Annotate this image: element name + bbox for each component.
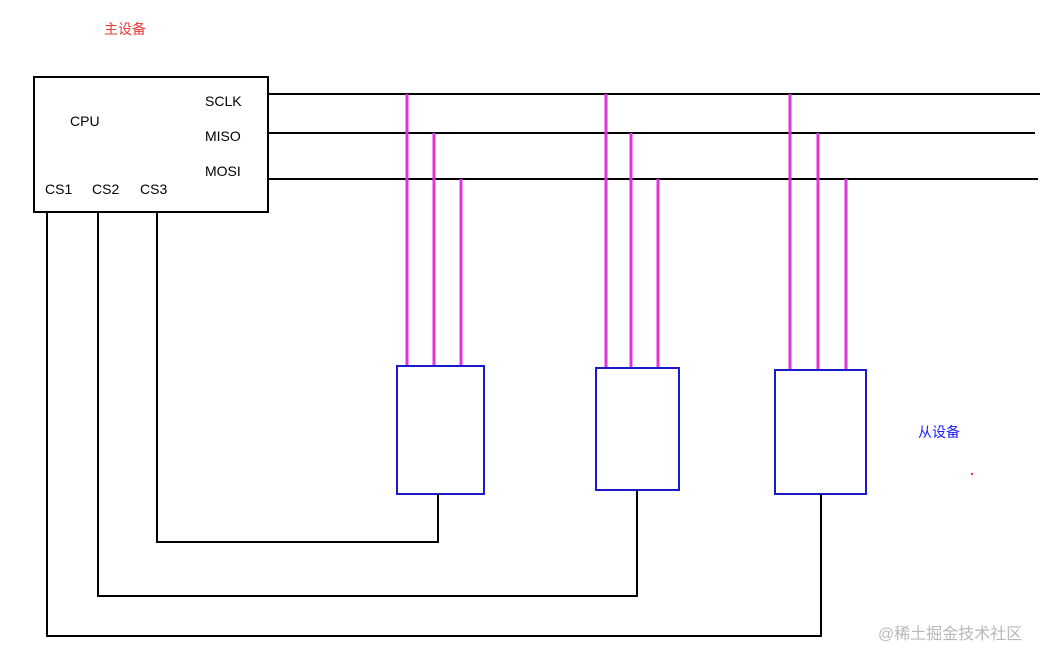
slave-device-label: 从设备 xyxy=(918,424,960,440)
slave-box-2 xyxy=(595,367,680,491)
master-cpu-box xyxy=(33,76,269,213)
master-device-label: 主设备 xyxy=(104,21,146,37)
cs3-line xyxy=(156,212,439,543)
slave-box-1 xyxy=(396,365,485,495)
cs3-label: CS3 xyxy=(140,181,168,197)
red-dot xyxy=(970,472,974,476)
cs2-line xyxy=(97,212,638,597)
mosi-label: MOSI xyxy=(205,163,241,179)
watermark: @稀土掘金技术社区 xyxy=(878,626,1023,643)
cs1-line xyxy=(46,212,822,637)
miso-label: MISO xyxy=(205,128,241,144)
cs1-label: CS1 xyxy=(45,181,73,197)
cpu-label: CPU xyxy=(70,113,100,129)
slave-box-3 xyxy=(774,369,867,495)
sclk-label: SCLK xyxy=(205,93,242,109)
cs2-label: CS2 xyxy=(92,181,120,197)
